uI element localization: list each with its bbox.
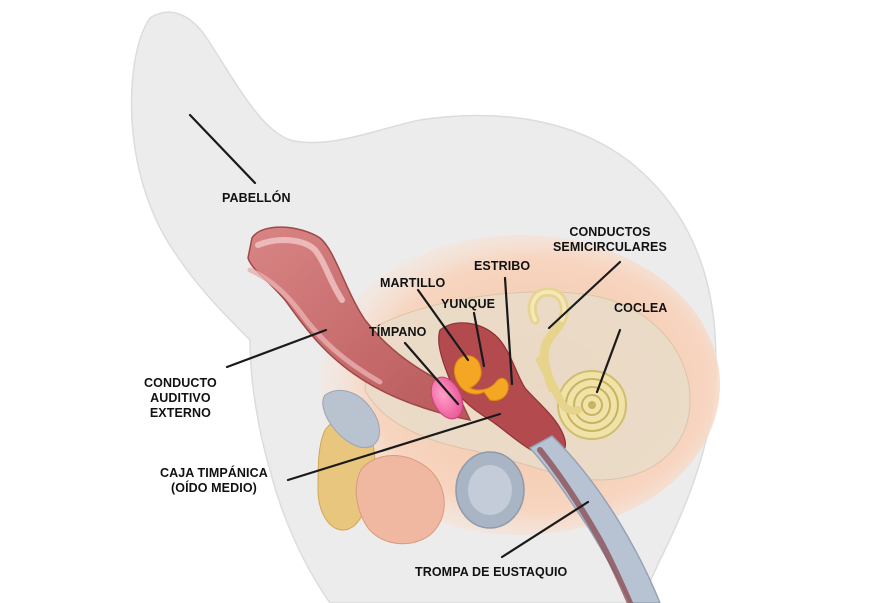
leader-coclea [595,328,622,394]
leader-conducto [225,328,328,369]
leader-conductos [547,260,622,330]
leader-caja [286,412,502,482]
label-yunque: YUNQUE [441,297,496,311]
eardrum [430,376,464,420]
label-conducto-auditivo-externo: CONDUCTO AUDITIVO EXTERNO [144,376,217,421]
vestibule [536,356,582,415]
label-estribo: ESTRIBO [474,259,531,273]
leader-timpano [403,341,460,406]
label-caja-timpanica: CAJA TIMPÁNICA (OÍDO MEDIO) [160,466,268,496]
leader-trompa [500,500,590,559]
eustachian-lumen [537,447,633,603]
semicircular-canals-inner [530,289,567,322]
jugular-bulb-inner [468,465,512,515]
label-conductos-semicirculares: CONDUCTOS SEMICIRCULARES [553,225,667,255]
gland-tissue [355,455,445,545]
leader-lines [188,113,622,559]
label-pabellon: PABELLÓN [222,191,291,205]
canal-lining [255,236,345,303]
label-conducto-line3: EXTERNO [149,406,211,420]
label-conducto-line1: CONDUCTO [144,376,217,390]
label-timpano: TÍMPANO [369,325,427,339]
label-coclea: COCLEA [614,301,668,315]
label-conductos-line2: SEMICIRCULARES [553,240,667,254]
bony-ridge [322,390,380,448]
label-martillo: MARTILLO [380,276,446,290]
canal-lining-lower [247,267,383,385]
leader-yunque [472,311,486,368]
label-caja-line1: CAJA TIMPÁNICA [160,466,268,480]
cochlea [557,370,627,440]
label-trompa-de-eustaquio: TROMPA DE EUSTAQUIO [415,565,568,579]
leader-martillo [416,288,470,362]
ossicles [453,355,509,401]
leader-estribo [503,276,514,386]
label-conductos-line1: CONDUCTOS [569,225,651,239]
label-caja-line2: (OÍDO MEDIO) [170,481,257,495]
leader-pabellon [188,113,257,185]
label-conducto-line2: AUDITIVO [150,391,211,405]
external-auditory-canal [247,226,472,422]
